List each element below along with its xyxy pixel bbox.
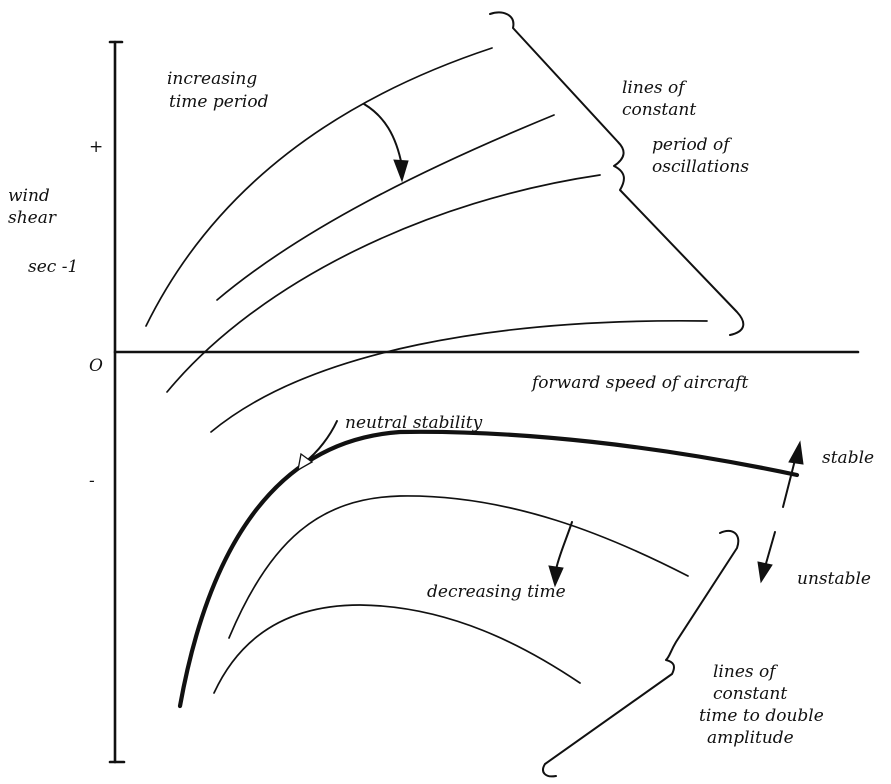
- origin-label: O: [89, 356, 103, 376]
- upper-curve-family: [145, 47, 708, 433]
- amplitude-curve-2: [213, 604, 581, 694]
- increasing-arrow: [363, 103, 409, 183]
- decreasing-arrow-head: [548, 565, 564, 588]
- unstable-arrow-shaft: [764, 531, 776, 568]
- lower-brace-label-line1: lines of: [713, 662, 778, 682]
- neutral-pointer: [297, 420, 338, 472]
- x-axis-title: forward speed of aircraft: [530, 373, 748, 393]
- neutral-pointer-head: [297, 452, 314, 472]
- stability-arrow: [757, 440, 804, 584]
- increasing-arrow-shaft: [363, 103, 403, 167]
- period-curve-2: [216, 114, 555, 301]
- axes: [108, 40, 860, 764]
- y-axis-title-line2: shear: [8, 208, 57, 228]
- lower-brace-label-line3: time to double: [699, 706, 824, 726]
- increasing-arrow-head: [393, 159, 409, 183]
- unstable-label: unstable: [797, 569, 871, 589]
- period-curve-1: [145, 47, 493, 327]
- lower-brace: [542, 529, 740, 778]
- stable-arrow-shaft: [782, 455, 797, 508]
- stable-arrow-head: [788, 440, 804, 465]
- upper-brace-label-line1: lines of: [622, 78, 687, 98]
- amplitude-curve-1: [228, 495, 689, 639]
- upper-brace-label-line3: period of: [652, 135, 732, 155]
- decreasing-time-label: decreasing time: [427, 582, 566, 602]
- lower-curve-family: [177, 429, 800, 709]
- upper-brace-label-line4: oscillations: [652, 157, 749, 177]
- neutral-stability-label: neutral stability: [345, 413, 483, 433]
- lower-brace-label-line2: constant: [713, 684, 787, 704]
- y-axis-title-line1: wind: [8, 186, 50, 206]
- increasing-label-line1: increasing: [167, 69, 257, 89]
- decreasing-arrow: [548, 521, 573, 588]
- minus-sign: -: [89, 471, 95, 491]
- decreasing-arrow-shaft: [555, 521, 573, 571]
- neutral-stability-curve: [177, 429, 800, 709]
- y-axis-unit: sec -1: [28, 257, 78, 277]
- period-curve-3: [166, 174, 601, 393]
- increasing-label-line2: time period: [169, 92, 269, 112]
- upper-brace-label-line2: constant: [622, 100, 696, 120]
- lower-brace-label-line4: amplitude: [707, 728, 794, 748]
- stable-label: stable: [822, 448, 874, 468]
- upper-brace: [489, 11, 745, 336]
- period-curve-4: [210, 319, 708, 433]
- unstable-arrow-head: [757, 561, 773, 584]
- plus-sign: +: [89, 137, 103, 157]
